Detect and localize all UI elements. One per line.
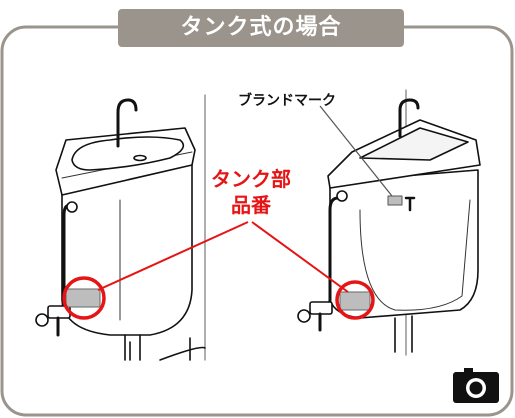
- tank-part-number-callout: [97, 221, 349, 293]
- camera-icon: [453, 368, 499, 403]
- right-toilet-illustration: [297, 89, 481, 356]
- right-tank-label-plate: [339, 291, 371, 311]
- section-title: タンク式の場合: [180, 15, 342, 40]
- title-banner: [118, 9, 404, 47]
- tank-part-label-line2: 品番: [231, 193, 271, 217]
- left-tank-label-plate: [65, 288, 101, 308]
- right-callout-circle: [335, 280, 375, 320]
- left-callout-circle: [62, 276, 106, 320]
- tank-part-label-line1: タンク部: [211, 167, 291, 191]
- brand-mark-label: ブランドマーク: [238, 93, 336, 109]
- brand-mark-leader-line: [319, 105, 393, 197]
- camera-button[interactable]: [452, 366, 500, 404]
